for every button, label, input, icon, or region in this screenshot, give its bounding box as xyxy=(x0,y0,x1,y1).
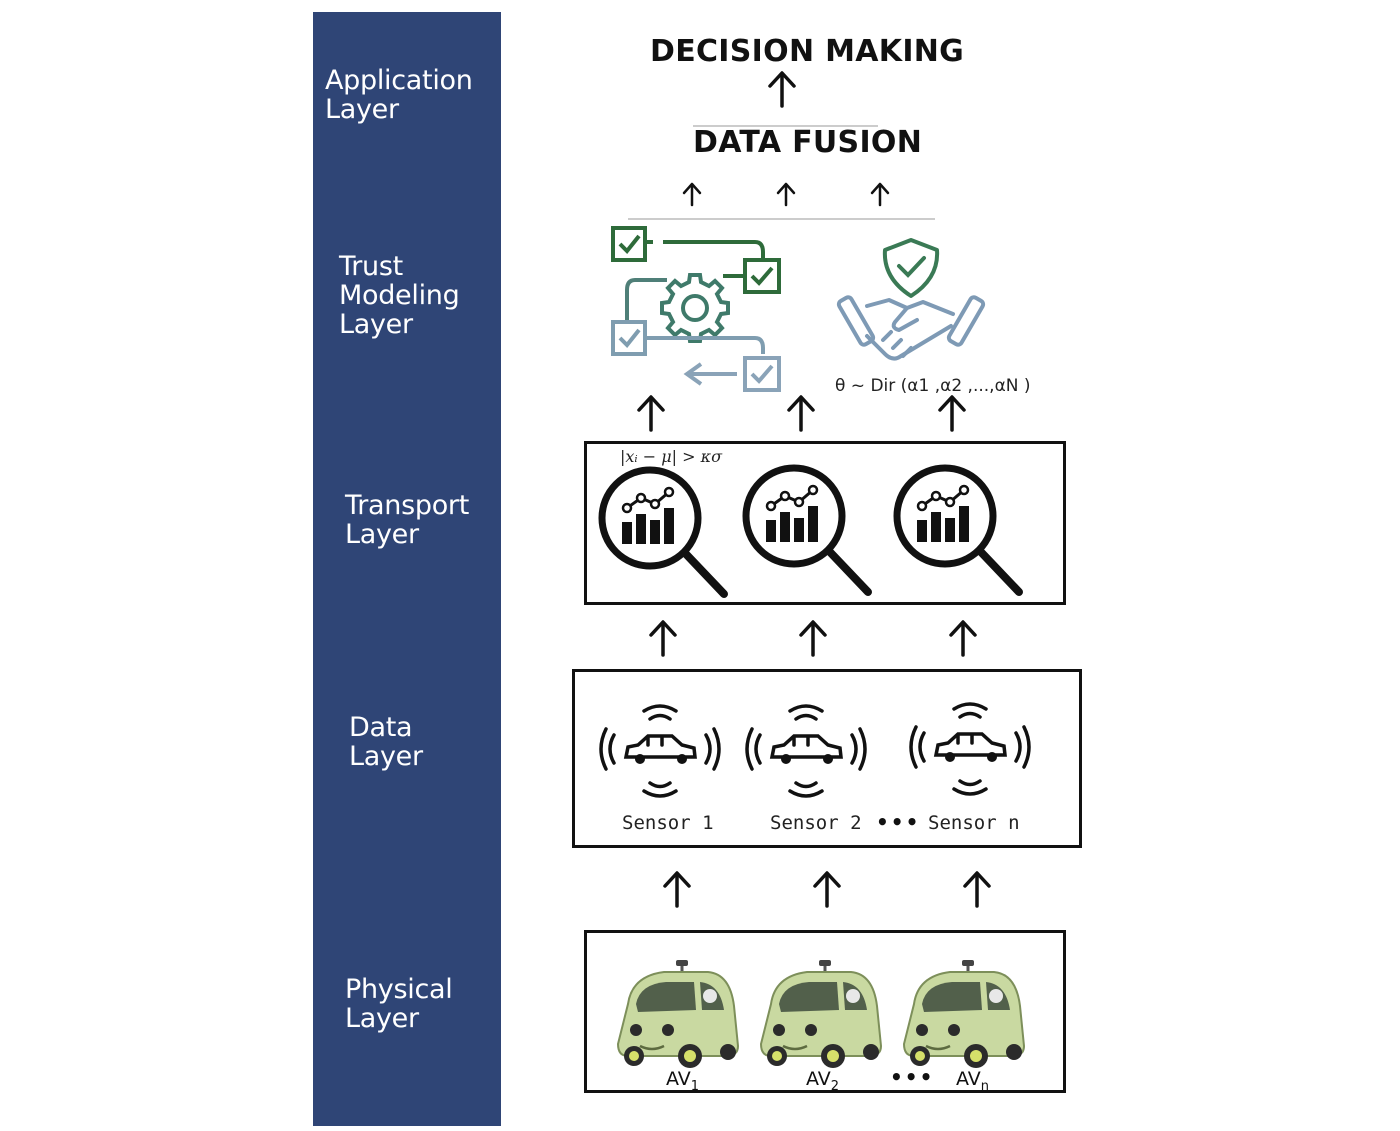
vehicle-label-text: AV xyxy=(956,1068,981,1090)
dirichlet-formula: θ ~ Dir (α1 ,α2 ,...,αN ) xyxy=(835,376,1031,396)
analytics-magnifier-icon xyxy=(742,464,872,596)
analytics-magnifier-icon xyxy=(893,464,1023,596)
arrow-up-icon xyxy=(949,620,977,657)
connected-car-sensor-icon xyxy=(745,704,867,798)
connected-car-sensor-icon xyxy=(599,704,721,798)
vehicle-label-sub: 1 xyxy=(690,1078,700,1094)
vehicle-label-text: AV xyxy=(666,1068,691,1090)
trust-workflow-icon xyxy=(611,226,781,392)
arrow-up-icon xyxy=(799,620,827,657)
arrow-up-icon xyxy=(870,182,890,207)
decision-making-heading: DECISION MAKING xyxy=(650,34,965,69)
arrow-up-icon xyxy=(649,620,677,657)
application-layer-label: Application Layer xyxy=(325,65,473,125)
autonomous-vehicle-icon xyxy=(616,960,740,1068)
handshake-shield-icon xyxy=(836,238,986,361)
arrow-up-icon xyxy=(637,395,665,432)
autonomous-vehicle-icon xyxy=(759,960,883,1068)
sensor-ellipsis: ••• xyxy=(876,810,921,834)
data-layer-label: Data Layer xyxy=(349,712,423,772)
sensor-label: Sensor 2 xyxy=(770,812,862,834)
arrow-up-icon xyxy=(682,182,702,207)
connected-car-sensor-icon xyxy=(909,702,1031,796)
arrow-up-icon xyxy=(963,871,991,908)
analytics-magnifier-icon xyxy=(598,466,728,598)
trust-modeling-layer-label: Trust Modeling Layer xyxy=(339,251,460,340)
arrow-up-icon xyxy=(776,182,796,207)
outlier-formula: |xᵢ − μ| > κσ xyxy=(620,447,722,466)
autonomous-vehicle-icon xyxy=(902,960,1026,1068)
arrow-up-icon xyxy=(938,395,966,432)
data-fusion-heading: DATA FUSION xyxy=(693,125,923,160)
vehicle-ellipsis: ••• xyxy=(890,1065,935,1089)
transport-layer-label: Transport Layer xyxy=(345,490,469,550)
vehicle-label: AV2 xyxy=(806,1068,839,1094)
vehicle-label-text: AV xyxy=(806,1068,831,1090)
arrow-up-icon xyxy=(768,71,796,108)
arrow-up-icon xyxy=(663,871,691,908)
vehicle-label: AVn xyxy=(956,1068,989,1094)
vehicle-label: AV1 xyxy=(666,1068,699,1094)
arrow-up-icon xyxy=(787,395,815,432)
physical-layer-label: Physical Layer xyxy=(345,974,453,1034)
vehicle-label-sub: 2 xyxy=(830,1078,840,1094)
layer-sidebar xyxy=(313,12,501,1126)
sensor-label: Sensor n xyxy=(928,812,1020,834)
arrow-up-icon xyxy=(813,871,841,908)
vehicle-label-sub: n xyxy=(980,1078,990,1094)
sensor-label: Sensor 1 xyxy=(622,812,714,834)
